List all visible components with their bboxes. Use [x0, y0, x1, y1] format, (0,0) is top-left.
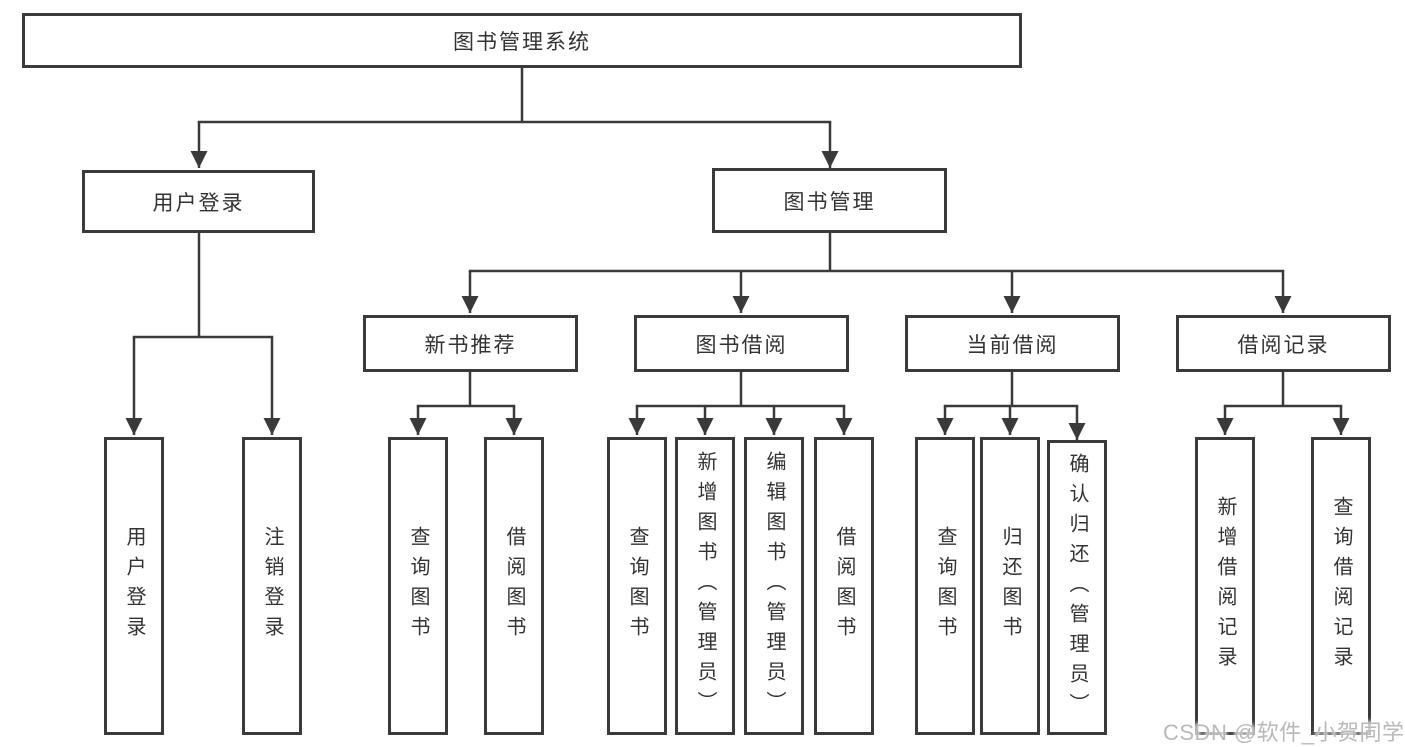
leaf-add-book-admin-label: 新增图书（管理员） [694, 451, 716, 721]
leaf-add-borrow-record-label: 新增借阅记录 [1214, 496, 1236, 676]
node-user-login-branch: 用户登录 [82, 170, 315, 233]
leaf-user-login-label: 用户登录 [123, 526, 145, 646]
node-book-borrowing: 图书借阅 [634, 315, 849, 372]
node-library-system: 图书管理系统 [22, 13, 1022, 68]
leaf-edit-book-admin: 编辑图书（管理员） [744, 437, 804, 735]
leaf-query-books-borrow: 查询图书 [607, 437, 667, 735]
leaf-confirm-return-admin: 确认归还（管理员） [1047, 440, 1107, 735]
leaf-query-books-current: 查询图书 [915, 437, 975, 735]
leaf-edit-book-admin-label: 编辑图书（管理员） [763, 451, 785, 721]
leaf-borrow-books-recommend-label: 借阅图书 [503, 526, 525, 646]
leaf-query-books-recommend: 查询图书 [388, 437, 448, 735]
leaf-logout-label: 注销登录 [261, 526, 283, 646]
node-current-borrowing: 当前借阅 [905, 315, 1120, 372]
node-borrowing-records: 借阅记录 [1176, 315, 1391, 372]
node-book-management: 图书管理 [712, 168, 947, 233]
leaf-query-books-recommend-label: 查询图书 [407, 526, 429, 646]
leaf-borrow-books-recommend: 借阅图书 [484, 437, 544, 735]
watermark-text: CSDN @软件_小贺同学 [1163, 720, 1405, 745]
leaf-query-books-borrow-label: 查询图书 [626, 526, 648, 646]
node-new-book-recommendation: 新书推荐 [363, 315, 578, 372]
leaf-add-book-admin: 新增图书（管理员） [675, 437, 735, 735]
leaf-borrow-books-2: 借阅图书 [814, 437, 874, 735]
leaf-user-login: 用户登录 [104, 437, 164, 735]
leaf-logout: 注销登录 [242, 437, 302, 735]
leaf-confirm-return-admin-label: 确认归还（管理员） [1066, 452, 1088, 723]
leaf-query-books-current-label: 查询图书 [934, 526, 956, 646]
leaf-return-books-label: 归还图书 [999, 526, 1021, 646]
leaf-query-borrow-record: 查询借阅记录 [1311, 437, 1371, 735]
leaf-query-borrow-record-label: 查询借阅记录 [1330, 496, 1352, 676]
leaf-return-books: 归还图书 [980, 437, 1040, 735]
leaf-borrow-books-2-label: 借阅图书 [833, 526, 855, 646]
leaf-add-borrow-record: 新增借阅记录 [1195, 437, 1255, 735]
